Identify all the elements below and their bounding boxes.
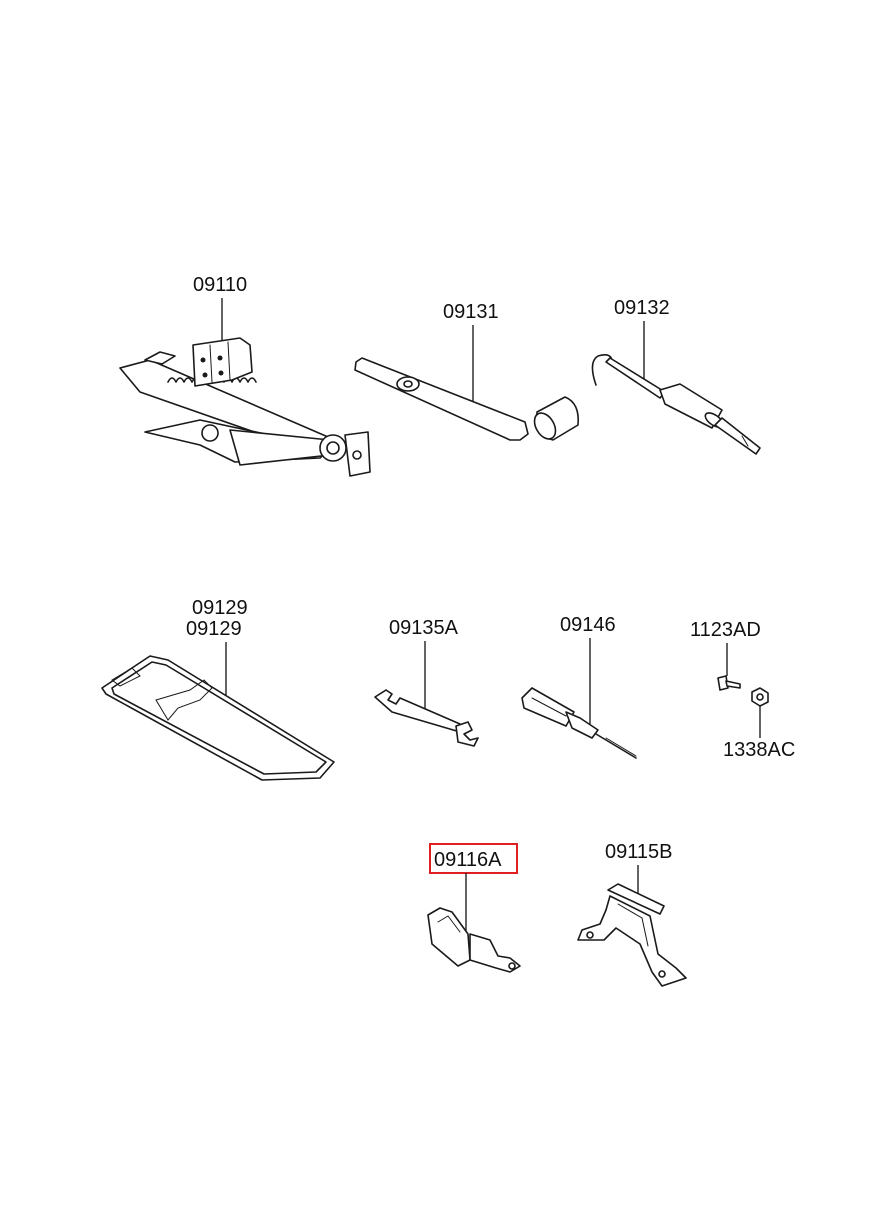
highlight-box <box>429 843 518 874</box>
jack-handle-part[interactable]: 09131 <box>354 301 580 443</box>
nut-part[interactable]: 1338AC <box>723 687 795 761</box>
label-tray-upper[interactable]: 09129 <box>192 597 248 619</box>
bracket-a-part[interactable]: 09116A <box>427 843 521 973</box>
jack-part[interactable]: 09110 <box>119 274 371 477</box>
label-bolt[interactable]: 1123AD <box>690 619 761 641</box>
tray-part[interactable]: 09129 09129 <box>101 597 335 781</box>
spanner-part[interactable]: 09135A <box>374 617 479 747</box>
bracket-b-part[interactable]: 09115B <box>577 841 687 987</box>
hook-part[interactable]: 09132 <box>591 297 761 455</box>
label-tray-lower[interactable]: 09129 <box>186 618 242 640</box>
label-nut[interactable]: 1338AC <box>723 739 795 761</box>
screwdriver-part[interactable]: 09146 <box>521 614 637 759</box>
label-screwdriver[interactable]: 09146 <box>560 614 616 636</box>
label-bracket-a[interactable]: 09116A <box>434 849 502 871</box>
label-jack-handle[interactable]: 09131 <box>443 301 499 323</box>
label-bracket-b[interactable]: 09115B <box>605 841 672 863</box>
label-jack[interactable]: 09110 <box>193 274 247 296</box>
label-spanner[interactable]: 09135A <box>389 617 459 639</box>
label-hook[interactable]: 09132 <box>614 297 670 319</box>
bolt-part[interactable]: 1123AD <box>690 619 761 691</box>
